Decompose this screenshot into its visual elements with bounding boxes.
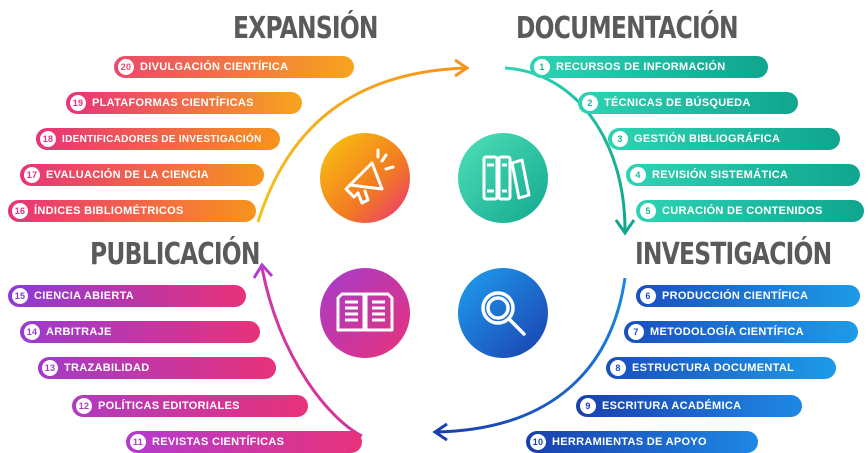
list-item: 10 HERRAMIENTAS DE APOYO [526,431,758,453]
list-item: 15 CIENCIA ABIERTA [8,285,246,307]
list-item: 19 PLATAFORMAS CIENTÍFICAS [66,92,302,114]
item-label: GESTIÓN BIBLIOGRÁFICA [634,133,781,145]
item-label: METODOLOGÍA CIENTÍFICA [650,326,804,338]
item-label: HERRAMIENTAS DE APOYO [552,436,707,448]
item-label: PRODUCCIÓN CIENTÍFICA [662,290,809,302]
item-number: 2 [582,95,598,111]
item-label: ESTRUCTURA DOCUMENTAL [632,362,795,374]
investigacion-circle [458,268,548,358]
title-documentacion: DOCUMENTACIÓN [516,11,739,46]
item-number: 9 [580,398,596,414]
list-item: 6 PRODUCCIÓN CIENTÍFICA [636,285,860,307]
item-number: 4 [630,167,646,183]
item-number: 7 [628,324,644,340]
list-item: 13 TRAZABILIDAD [38,357,276,379]
magnifier-icon [481,291,526,336]
arrowhead-investigacion [432,422,448,442]
item-number: 8 [610,360,626,376]
item-label: ESCRITURA ACADÉMICA [602,400,742,412]
arc-investigacion [435,277,627,434]
item-number: 11 [130,434,146,450]
item-label: ARBITRAJE [46,326,112,338]
item-label: CIENCIA ABIERTA [34,290,135,302]
list-item: 17 EVALUACIÓN DE LA CIENCIA [20,164,264,186]
item-label: REVISIÓN SISTEMÁTICA [652,169,789,181]
item-number: 12 [76,398,92,414]
arc-publicacion [260,267,363,438]
item-label: DIVULGACIÓN CIENTÍFICA [140,61,289,73]
title-investigacion: INVESTIGACIÓN [635,237,832,272]
item-number: 13 [42,360,58,376]
arrowhead-publicacion [252,262,274,279]
item-label: EVALUACIÓN DE LA CIENCIA [46,169,210,181]
list-item: 12 POLÍTICAS EDITORIALES [72,395,308,417]
item-number: 18 [40,131,56,147]
arrowhead-expansion [454,58,470,78]
list-item: 11 REVISTAS CIENTÍFICAS [126,431,362,453]
books-icon [482,155,531,201]
arc-documentacion [504,66,627,231]
item-label: RECURSOS DE INFORMACIÓN [556,61,726,73]
arc-expansion [256,66,466,223]
list-item: 1 RECURSOS DE INFORMACIÓN [530,56,768,78]
item-label: PLATAFORMAS CIENTÍFICAS [92,97,254,109]
item-number: 14 [24,324,40,340]
publicacion-circle [320,268,410,358]
list-item: 8 ESTRUCTURA DOCUMENTAL [606,357,836,379]
item-label: POLÍTICAS EDITORIALES [98,400,240,412]
list-item: 9 ESCRITURA ACADÉMICA [576,395,802,417]
item-number: 15 [12,288,28,304]
item-label: TRAZABILIDAD [64,362,150,374]
title-publicacion: PUBLICACIÓN [90,237,260,272]
item-number: 19 [70,95,86,111]
list-item: 2 TÉCNICAS DE BÚSQUEDA [578,92,798,114]
documentacion-circle [458,133,548,223]
open-book-icon [336,292,394,332]
title-expansion: EXPANSIÓN [233,11,379,46]
expansion-circle [320,133,410,223]
item-number: 10 [530,434,546,450]
item-label: ÍNDICES BIBLIOMÉTRICOS [34,205,184,217]
list-item: 7 METODOLOGÍA CIENTÍFICA [624,321,858,343]
megaphone-icon [344,148,395,205]
list-item: 20 DIVULGACIÓN CIENTÍFICA [114,56,354,78]
item-label: TÉCNICAS DE BÚSQUEDA [604,97,751,109]
list-item: 16 ÍNDICES BIBLIOMÉTRICOS [8,200,256,222]
list-item: 18 IDENTIFICADORES DE INVESTIGACIÓN [36,128,280,150]
list-item: 5 CURACIÓN DE CONTENIDOS [636,200,864,222]
item-number: 3 [612,131,628,147]
item-number: 16 [12,203,28,219]
list-item: 3 GESTIÓN BIBLIOGRÁFICA [608,128,840,150]
arrowhead-documentacion [614,219,636,236]
item-number: 17 [24,167,40,183]
item-number: 20 [118,59,134,75]
item-number: 1 [534,59,550,75]
item-label: REVISTAS CIENTÍFICAS [152,436,285,448]
item-number: 5 [640,203,656,219]
item-label: IDENTIFICADORES DE INVESTIGACIÓN [62,133,262,145]
list-item: 14 ARBITRAJE [20,321,260,343]
list-item: 4 REVISIÓN SISTEMÁTICA [626,164,860,186]
item-label: CURACIÓN DE CONTENIDOS [662,205,823,217]
item-number: 6 [640,288,656,304]
